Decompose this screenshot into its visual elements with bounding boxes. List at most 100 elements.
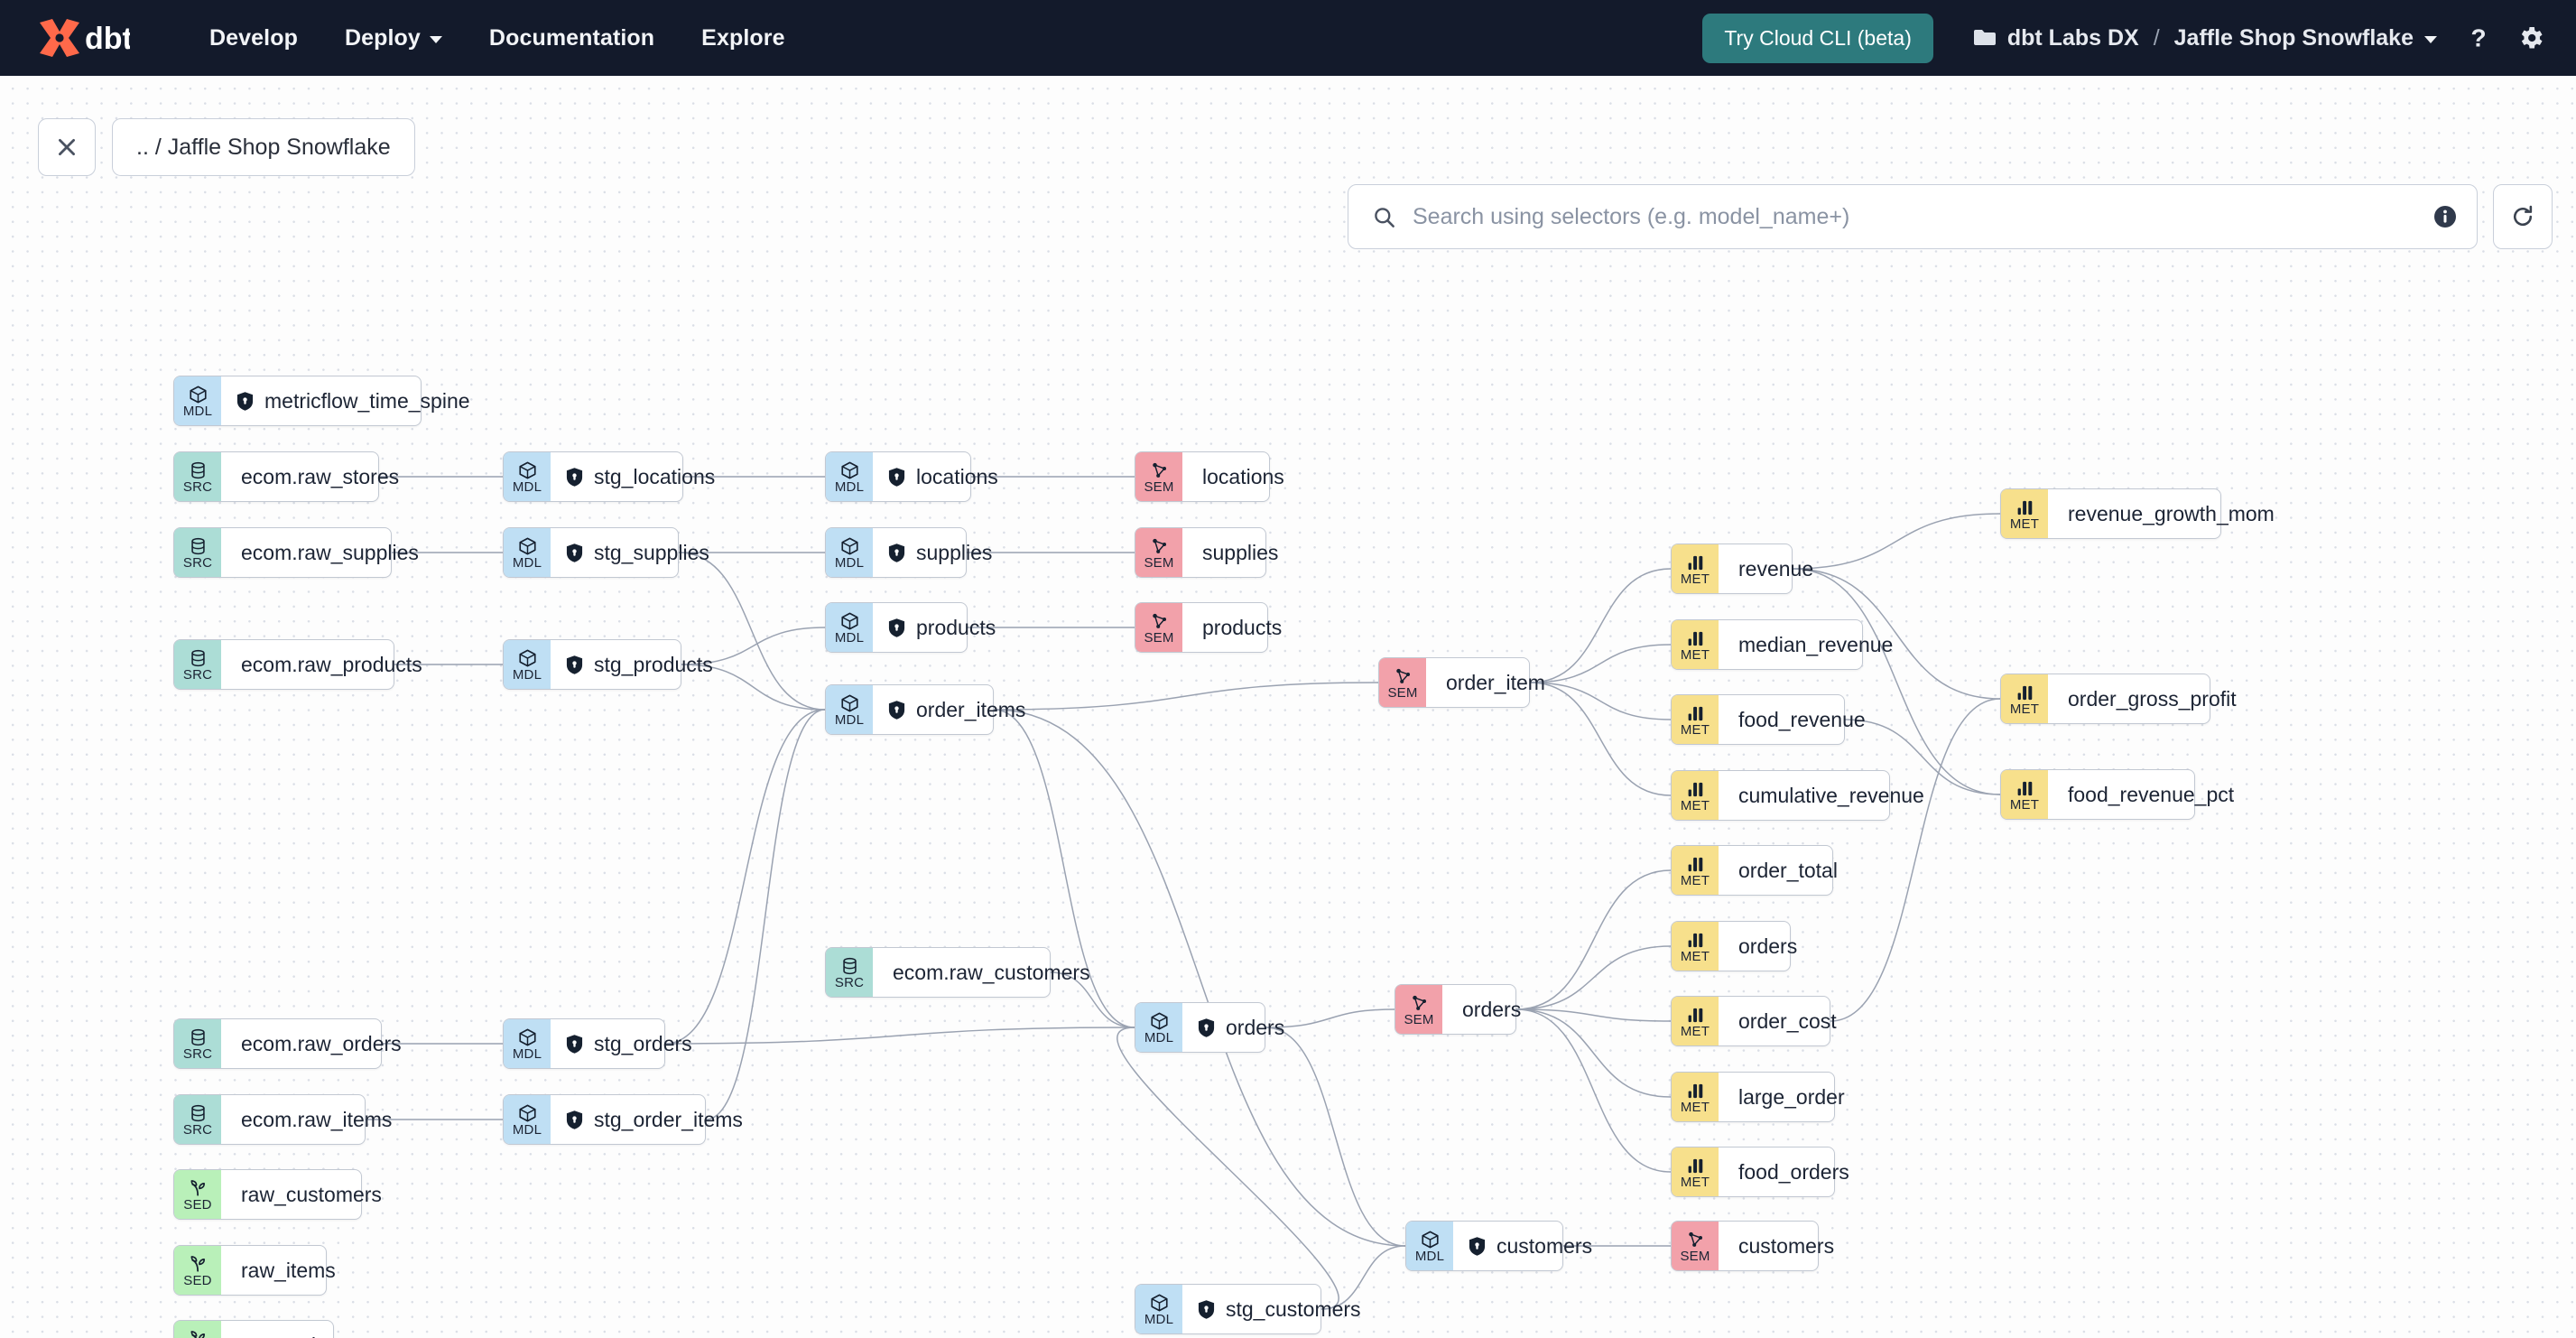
lineage-edge	[1830, 698, 2001, 1022]
cube-icon	[840, 537, 858, 555]
node-label: order_cost	[1738, 1008, 1837, 1033]
close-lineage-button[interactable]	[38, 118, 96, 176]
selector-search-box[interactable]	[1348, 184, 2478, 249]
node-type-label: SRC	[182, 1122, 213, 1138]
node-type-label: MDL	[512, 1122, 542, 1138]
node-label: metricflow_time_spine	[264, 388, 470, 413]
try-cloud-cli-button[interactable]: Try Cloud CLI (beta)	[1702, 13, 1933, 63]
project-selector[interactable]: Jaffle Shop Snowflake	[2174, 25, 2437, 51]
gear-icon[interactable]	[2516, 23, 2545, 52]
contract-shield-icon	[566, 543, 583, 562]
lineage-node-mdl_supplies[interactable]: MDL supplies	[825, 527, 992, 578]
lineage-node-mdl_locations[interactable]: MDL locations	[825, 451, 998, 502]
lineage-breadcrumb-pill[interactable]: .. / Jaffle Shop Snowflake	[112, 118, 415, 176]
node-type-badge-src: SRC	[826, 948, 873, 997]
question-mark-icon[interactable]: ?	[2464, 23, 2493, 52]
refresh-lineage-button[interactable]	[2493, 184, 2553, 249]
node-label: customers	[1738, 1233, 1835, 1258]
node-type-badge-src: SRC	[174, 528, 221, 577]
node-type-label: SRC	[834, 975, 865, 991]
node-label: food_revenue_pct	[2068, 782, 2235, 806]
cube-icon	[518, 461, 536, 479]
info-icon[interactable]	[2432, 203, 2459, 230]
lineage-canvas[interactable]: .. / Jaffle Shop Snowflake MDL metricflow…	[0, 76, 2576, 1338]
search-icon	[1375, 207, 1395, 228]
node-label: locations	[916, 464, 998, 488]
node-type-label: MET	[1680, 798, 1710, 814]
node-type-label: MET	[1680, 571, 1710, 588]
node-type-label: MDL	[512, 1046, 542, 1063]
node-type-label: MDL	[182, 404, 213, 420]
svg-text:?: ?	[2470, 23, 2486, 51]
nav-item-documentation[interactable]: Documentation	[466, 16, 678, 60]
cube-icon	[518, 537, 536, 555]
lineage-edge	[1265, 1027, 1406, 1247]
account-link[interactable]: dbt Labs DX	[1973, 25, 2139, 51]
lineage-breadcrumb-label: .. / Jaffle Shop Snowflake	[136, 134, 391, 160]
node-label: supplies	[916, 540, 993, 564]
lineage-node-metricflow_time_spine[interactable]: MDL metricflow_time_spine	[173, 376, 470, 426]
node-type-label: MDL	[512, 555, 542, 571]
node-label: orders	[1462, 997, 1522, 1021]
node-label: raw_customers	[241, 1182, 382, 1206]
node-label: median_revenue	[1738, 632, 1894, 656]
nav-item-develop[interactable]: Develop	[186, 16, 321, 60]
node-label: customers	[1496, 1233, 1593, 1258]
node-label: ecom.raw_orders	[241, 1031, 402, 1055]
node-type-badge-met: MET	[1672, 1073, 1719, 1121]
database-icon	[190, 462, 205, 479]
dbt-logo[interactable]: dbt	[36, 17, 130, 59]
node-type-badge-met: MET	[2001, 489, 2048, 538]
nav-item-deploy[interactable]: Deploy	[321, 16, 466, 60]
nav-item-explore[interactable]: Explore	[678, 16, 808, 60]
node-type-badge-met: MET	[1672, 544, 1719, 593]
metric-bar-chart-icon	[1688, 706, 1702, 721]
lineage-edge	[1792, 568, 2001, 795]
node-type-badge-mdl: MDL	[1135, 1285, 1182, 1333]
cube-icon	[1421, 1231, 1439, 1249]
search-input[interactable]	[1413, 203, 2432, 230]
node-type-badge-mdl: MDL	[826, 528, 873, 577]
node-type-label: MDL	[834, 712, 865, 729]
metric-bar-chart-icon	[2017, 500, 2032, 516]
node-type-badge-mdl: MDL	[826, 452, 873, 501]
